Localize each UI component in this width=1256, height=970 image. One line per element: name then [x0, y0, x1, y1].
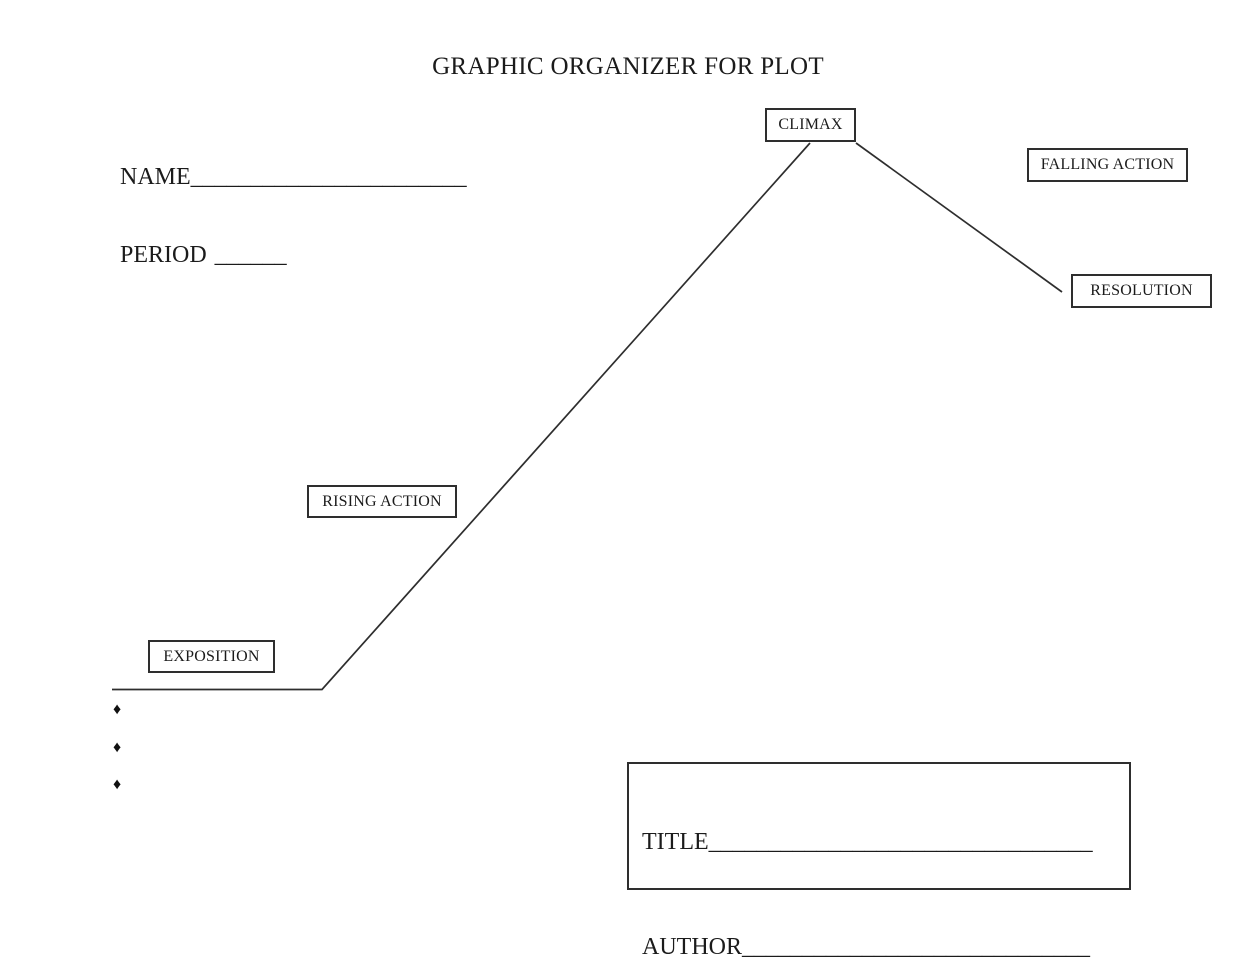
title-label: TITLE — [642, 829, 709, 855]
resolution-label: RESOLUTION — [1090, 282, 1193, 299]
title-field: TITLE________________________________ — [642, 829, 1129, 856]
diamond-bullet-icon: ♦ — [113, 701, 122, 718]
exposition-bullet-list: ♦ ♦ ♦ — [113, 701, 121, 814]
period-label: PERIOD — [120, 242, 207, 268]
period-blank-line: ______ — [214, 242, 287, 268]
page-title: GRAPHIC ORGANIZER FOR PLOT — [432, 53, 824, 80]
student-header-fields: NAME_______________________ PERIOD ______ — [120, 112, 467, 320]
name-blank-line: _______________________ — [190, 164, 467, 190]
period-field: PERIOD ______ — [120, 242, 467, 268]
name-field: NAME_______________________ — [120, 164, 467, 190]
author-blank-line: _____________________________ — [742, 934, 1090, 960]
climax-label: CLIMAX — [778, 116, 843, 133]
book-info-box: TITLE________________________________ AU… — [627, 762, 1131, 960]
diamond-bullet-icon: ♦ — [113, 738, 122, 756]
author-field: AUTHOR_____________________________ — [642, 934, 1129, 961]
falling-action-label: FALLING ACTION — [1040, 156, 1175, 173]
title-blank-line: ________________________________ — [708, 829, 1093, 855]
node-climax: CLIMAX — [765, 108, 856, 142]
node-resolution: RESOLUTION — [1071, 274, 1212, 308]
exposition-label: EXPOSITION — [163, 647, 260, 665]
author-label: AUTHOR — [642, 934, 742, 960]
node-falling-action: FALLING ACTION — [1027, 148, 1188, 182]
node-rising-action: RISING ACTION — [307, 485, 457, 518]
rising-action-label: RISING ACTION — [322, 492, 442, 510]
name-label: NAME — [120, 164, 191, 190]
node-exposition: EXPOSITION — [148, 640, 275, 673]
diamond-bullet-icon: ♦ — [113, 776, 122, 793]
